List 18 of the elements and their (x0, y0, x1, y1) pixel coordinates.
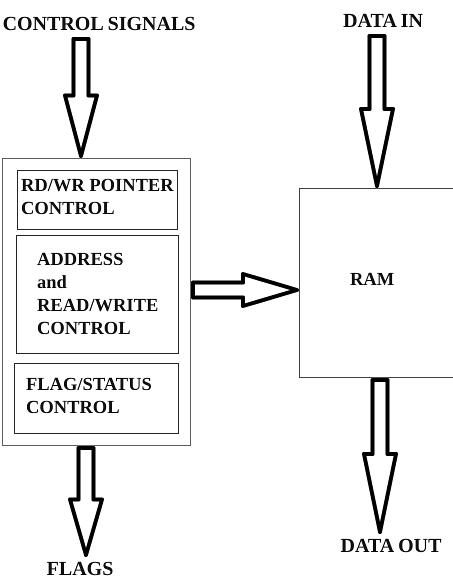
signal-label: DATA OUT (330, 534, 452, 559)
control-block (16, 235, 179, 354)
signal-label: CONTROL SIGNALS (0, 12, 198, 37)
block-label: ADDRESS and READ/WRITE CONTROL (37, 249, 158, 341)
controller-block (2, 158, 191, 446)
block-label: RAM (350, 268, 394, 292)
block-arrow (359, 34, 395, 188)
memory-block (299, 188, 453, 378)
block-arrow (362, 378, 398, 534)
signal-label: DATA IN (332, 9, 434, 34)
block-arrow (68, 446, 104, 557)
signal-label: FLAGS (36, 557, 124, 582)
block-label: FLAG/STATUS CONTROL (26, 374, 153, 420)
block-arrow (63, 37, 99, 158)
control-block (17, 170, 178, 230)
control-block (14, 363, 179, 434)
block-arrow (191, 272, 299, 308)
block-label: RD/WR POINTER CONTROL (21, 175, 175, 221)
